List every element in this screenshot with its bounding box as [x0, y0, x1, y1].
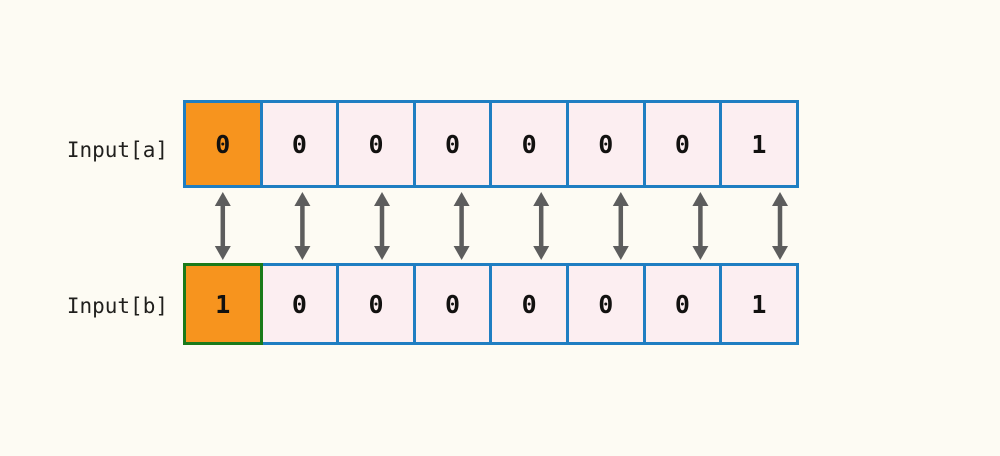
- cell-b-3[interactable]: 0: [412, 263, 493, 345]
- arrowhead-down-7: [772, 246, 788, 260]
- arrowhead-up-1: [294, 192, 311, 206]
- cell-b-5-value: 0: [598, 289, 614, 319]
- cell-b-0[interactable]: 1: [183, 263, 263, 345]
- row-label-input-b: Input[b]: [66, 294, 168, 318]
- arrowhead-up-2: [374, 192, 390, 206]
- cell-a-5[interactable]: 0: [565, 100, 646, 188]
- cell-b-4-value: 0: [521, 289, 537, 319]
- comparison-arrow-1: [294, 192, 311, 260]
- arrowhead-up-4: [533, 192, 550, 206]
- arrowhead-down-6: [692, 246, 709, 260]
- cell-b-7[interactable]: 1: [719, 263, 799, 345]
- cell-a-2[interactable]: 0: [336, 100, 416, 188]
- arrowhead-down-4: [533, 246, 550, 260]
- cell-b-6-value: 0: [674, 289, 690, 319]
- cell-a-7[interactable]: 1: [719, 100, 799, 188]
- cell-b-6[interactable]: 0: [642, 263, 723, 345]
- comparison-arrow-7: [772, 192, 788, 260]
- arrowhead-up-6: [692, 192, 709, 206]
- arrowhead-up-0: [214, 192, 231, 206]
- cell-b-3-value: 0: [445, 289, 461, 319]
- cell-a-1[interactable]: 0: [259, 100, 340, 188]
- cell-b-1-value: 0: [291, 289, 307, 319]
- comparison-arrow-4: [533, 192, 550, 260]
- comparison-arrow-6: [692, 192, 709, 260]
- array-row-input-a: 0 0 0 0 0 0 0 1: [183, 100, 799, 188]
- cell-a-1-value: 0: [291, 129, 307, 159]
- cell-a-4[interactable]: 0: [489, 100, 569, 188]
- cell-a-7-value: 1: [751, 129, 767, 159]
- arrowhead-down-3: [453, 246, 470, 260]
- arrowhead-up-3: [453, 192, 470, 206]
- array-row-input-b: 1 0 0 0 0 0 0 1: [183, 263, 799, 345]
- cell-a-0[interactable]: 0: [183, 100, 263, 188]
- cell-a-2-value: 0: [368, 129, 384, 159]
- arrowhead-down-0: [214, 246, 231, 260]
- comparison-arrow-3: [453, 192, 470, 260]
- cell-b-2[interactable]: 0: [336, 263, 416, 345]
- cell-a-4-value: 0: [521, 129, 537, 159]
- row-label-input-a: Input[a]: [66, 138, 168, 162]
- cell-a-5-value: 0: [598, 129, 614, 159]
- cell-a-3[interactable]: 0: [412, 100, 493, 188]
- cell-b-0-value: 1: [215, 289, 231, 319]
- cell-b-2-value: 0: [368, 289, 384, 319]
- cell-b-1[interactable]: 0: [259, 263, 340, 345]
- cell-a-6[interactable]: 0: [642, 100, 723, 188]
- comparison-arrow-2: [374, 192, 390, 260]
- arrowhead-down-1: [294, 246, 311, 260]
- arrowhead-up-5: [612, 192, 629, 206]
- cell-b-7-value: 1: [751, 289, 767, 319]
- cell-b-5[interactable]: 0: [565, 263, 646, 345]
- comparison-arrow-5: [612, 192, 629, 260]
- cell-a-0-value: 0: [215, 129, 231, 159]
- cell-b-4[interactable]: 0: [489, 263, 569, 345]
- cell-a-3-value: 0: [445, 129, 461, 159]
- arrowhead-down-2: [374, 246, 390, 260]
- cell-a-6-value: 0: [674, 129, 690, 159]
- arrowhead-down-5: [612, 246, 629, 260]
- arrowhead-up-7: [772, 192, 788, 206]
- comparison-arrow-0: [214, 192, 231, 260]
